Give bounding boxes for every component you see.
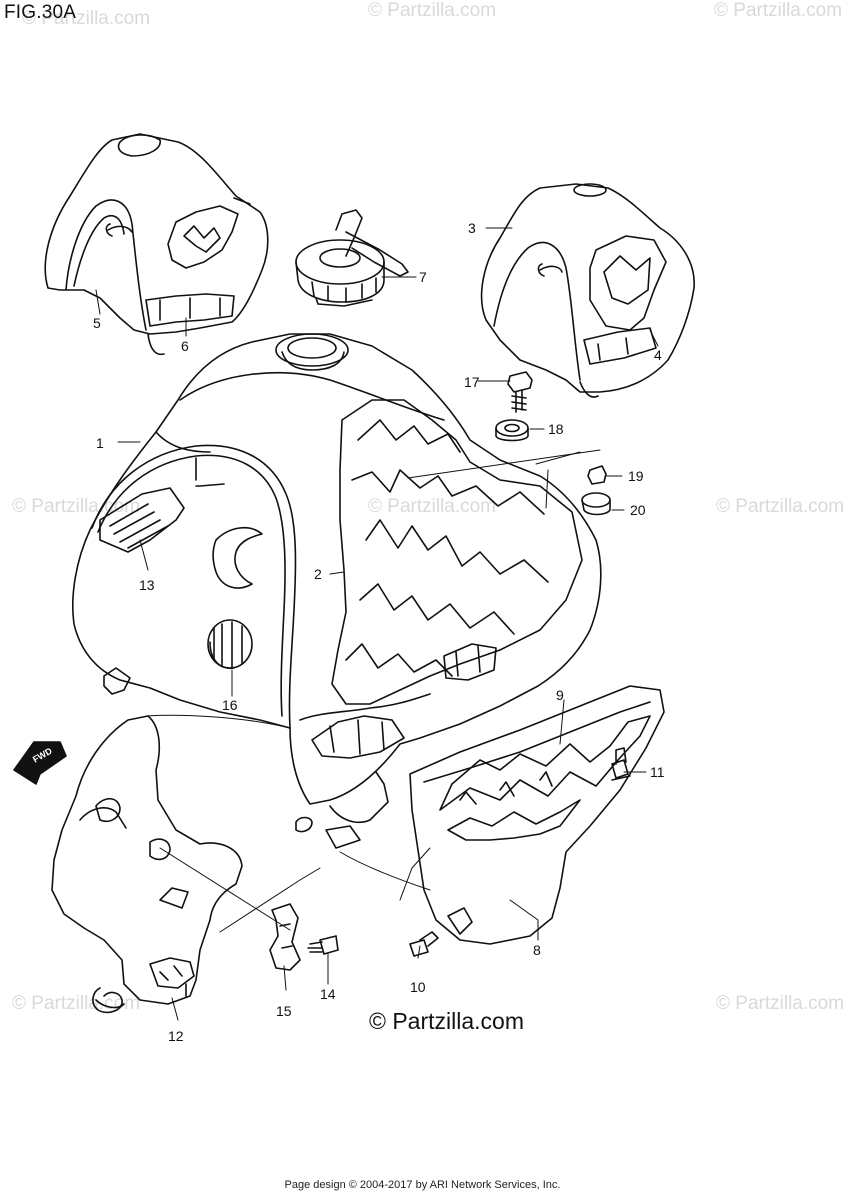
side-cover-right — [409, 685, 665, 945]
watermark: © Partzilla.com — [12, 993, 141, 1014]
bracket-15 — [269, 903, 301, 971]
callout-6: 6 — [181, 338, 189, 354]
fuel-cap — [295, 209, 409, 307]
callout-20: 20 — [630, 502, 646, 518]
callout-19: 19 — [628, 468, 644, 484]
callout-3: 3 — [468, 220, 476, 236]
callout-1: 1 — [96, 435, 104, 451]
callout-11: 11 — [650, 764, 665, 780]
watermark: © Partzilla.com — [368, 496, 497, 517]
tank-cover-left — [44, 133, 269, 356]
screw-10 — [409, 931, 439, 957]
callout-18: 18 — [548, 421, 564, 437]
screw-14 — [307, 935, 339, 955]
watermark: © Partzilla.com — [22, 8, 151, 29]
callout-16: 16 — [222, 697, 238, 713]
callout-14: 14 — [320, 986, 336, 1002]
page-footer: Page design © 2004-2017 by ARI Network S… — [284, 1179, 561, 1191]
fuel-tank — [71, 333, 602, 849]
callout-8: 8 — [533, 942, 541, 958]
bolt-and-cushion — [495, 371, 533, 442]
callout-4: 4 — [654, 347, 662, 363]
side-cover-left — [51, 715, 243, 1014]
tank-cover-right — [480, 183, 695, 398]
watermark: © Partzilla.com — [716, 993, 845, 1014]
watermark: © Partzilla.com — [368, 0, 497, 21]
fwd-arrow-icon — [13, 741, 67, 785]
callout-15: 15 — [276, 1003, 292, 1019]
callout-7: 7 — [419, 269, 427, 285]
callout-2: 2 — [314, 566, 322, 582]
callout-17: 17 — [464, 374, 480, 390]
callout-12: 12 — [168, 1028, 184, 1044]
callout-13: 13 — [139, 577, 155, 593]
screw-11 — [611, 747, 631, 781]
grommet-and-collar — [581, 465, 611, 516]
leader-lines — [95, 227, 659, 1021]
watermark: © Partzilla.com — [714, 0, 843, 21]
copyright-notice: © Partzilla.com — [369, 1008, 524, 1034]
callout-5: 5 — [93, 315, 101, 331]
callout-9: 9 — [556, 687, 564, 703]
watermark: © Partzilla.com — [716, 496, 845, 517]
figure-title: FIG.30A — [4, 2, 77, 23]
callout-10: 10 — [410, 979, 426, 995]
